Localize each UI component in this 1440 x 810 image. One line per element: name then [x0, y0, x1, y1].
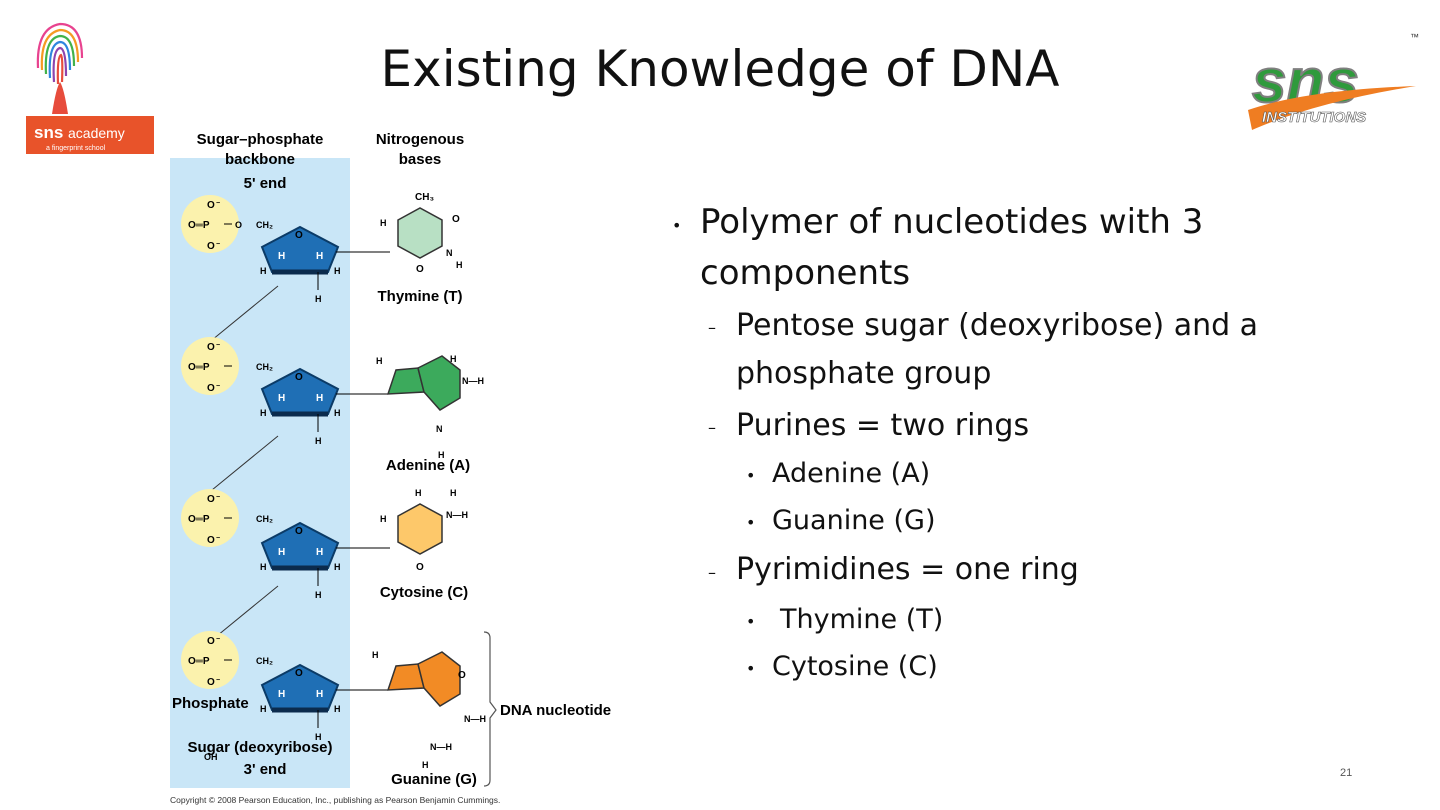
bullet-dot: •: [746, 513, 756, 532]
bullet-dot: •: [746, 466, 756, 485]
main-bullet-line-1: Polymer of nucleotides with 3: [700, 202, 1204, 242]
backbone-bond: [211, 435, 279, 491]
svg-text:O: O: [235, 220, 242, 230]
svg-text:O: O: [416, 264, 424, 275]
svg-text:N: N: [446, 248, 453, 258]
dna-nucleotide-diagram: O − O═P O − O H H H H H Sugar–phosphate …: [170, 131, 611, 788]
bullet-dash: –: [708, 418, 716, 437]
cytosine-ring: [397, 503, 443, 555]
svg-text:CH₂: CH₂: [256, 656, 273, 666]
bullet-dash: –: [708, 563, 716, 582]
item-adenine: Adenine (A): [772, 458, 931, 489]
svg-text:H: H: [422, 760, 429, 770]
five-prime-end: 5' end: [244, 175, 287, 192]
base-label-guanine: Guanine (G): [391, 771, 477, 788]
svg-text:N—H: N—H: [446, 510, 468, 520]
base-label-cytosine: Cytosine (C): [380, 584, 468, 601]
svg-text:H: H: [450, 488, 457, 498]
backbone-bond: [211, 585, 279, 641]
phosphate-label: Phosphate: [172, 695, 249, 712]
svg-text:H: H: [450, 354, 457, 364]
logo-tagline: a fingerprint school: [46, 145, 106, 152]
nucleotide-cytosine: CH₂ H H N—H H O: [180, 488, 468, 600]
svg-text:H: H: [380, 514, 387, 524]
main-bullet-line-2: components: [700, 253, 911, 293]
three-prime-end: 3' end: [244, 761, 287, 778]
nucleotide-bracket: [483, 631, 497, 787]
page-title: Existing Knowledge of DNA: [380, 40, 1060, 98]
svg-text:H: H: [456, 260, 463, 270]
base-label-adenine: Adenine (A): [386, 457, 470, 474]
sub-bullet-sugar-line-1: Pentose sugar (deoxyribose) and a: [736, 308, 1259, 343]
bullet-dash: –: [708, 318, 716, 337]
academy-banner: [26, 116, 154, 154]
nucleotide-guanine: CH₂ H O N—H N—H H OH: [180, 630, 486, 770]
thymine-ring: [397, 207, 443, 259]
copyright-note: Copyright © 2008 Pearson Education, Inc.…: [170, 795, 501, 805]
nucleotide-thymine: O CH₂ CH₃ H O N H O: [180, 192, 463, 304]
svg-text:H: H: [380, 218, 387, 228]
svg-text:H: H: [376, 356, 383, 366]
svg-text:N—H: N—H: [430, 742, 452, 752]
bullet-dot: •: [672, 216, 682, 235]
svg-text:N: N: [436, 424, 443, 434]
bullet-dot: •: [746, 612, 756, 631]
svg-text:O: O: [452, 214, 460, 225]
bases-header-2: bases: [399, 151, 442, 168]
backbone-bond: [211, 285, 279, 341]
slide-number: 21: [1340, 767, 1353, 779]
fingerprint-icon: [36, 22, 84, 85]
nucleotide-adenine: CH₂ H H N—H N H: [180, 336, 484, 460]
sub-bullet-purines: Purines = two rings: [736, 408, 1030, 443]
svg-text:CH₂: CH₂: [256, 514, 273, 524]
plant-icon: [52, 82, 68, 114]
svg-text:CH₂: CH₂: [256, 362, 273, 372]
sns-institutions-logo: sns INSTITUTIONS ™: [1248, 32, 1419, 130]
svg-text:H: H: [415, 488, 422, 498]
orange-swoosh: [1248, 86, 1416, 130]
item-thymine: Thymine (T): [780, 604, 944, 635]
svg-text:H: H: [438, 450, 445, 460]
backbone-header-2: backbone: [225, 151, 295, 168]
logo-tm: ™: [1410, 32, 1419, 42]
svg-text:N—H: N—H: [462, 376, 484, 386]
dna-nucleotide-label: DNA nucleotide: [500, 702, 611, 719]
svg-text:CH₃: CH₃: [415, 192, 434, 203]
base-label-thymine: Thymine (T): [378, 288, 463, 305]
svg-text:CH₂: CH₂: [256, 220, 273, 230]
svg-text:O: O: [458, 670, 466, 681]
logo-word: academy: [68, 125, 125, 141]
sugar-label: Sugar (deoxyribose): [187, 739, 332, 756]
sns-academy-logo: sns academy a fingerprint school: [26, 22, 154, 154]
bases-header-1: Nitrogenous: [376, 131, 464, 148]
svg-text:N—H: N—H: [464, 714, 486, 724]
logo-brand: sns: [34, 123, 63, 142]
svg-text:H: H: [372, 650, 379, 660]
logo-right-word: INSTITUTIONS: [1262, 109, 1366, 126]
svg-text:O: O: [416, 562, 424, 573]
backbone-header-1: Sugar–phosphate: [197, 131, 324, 148]
item-cytosine: Cytosine (C): [772, 651, 938, 682]
sub-bullet-sugar-line-2: phosphate group: [736, 356, 992, 391]
svg-text:OH: OH: [204, 752, 218, 762]
bullet-dot: •: [746, 659, 756, 678]
sub-bullet-pyrimidines: Pyrimidines = one ring: [736, 552, 1079, 587]
item-guanine: Guanine (G): [772, 505, 936, 536]
